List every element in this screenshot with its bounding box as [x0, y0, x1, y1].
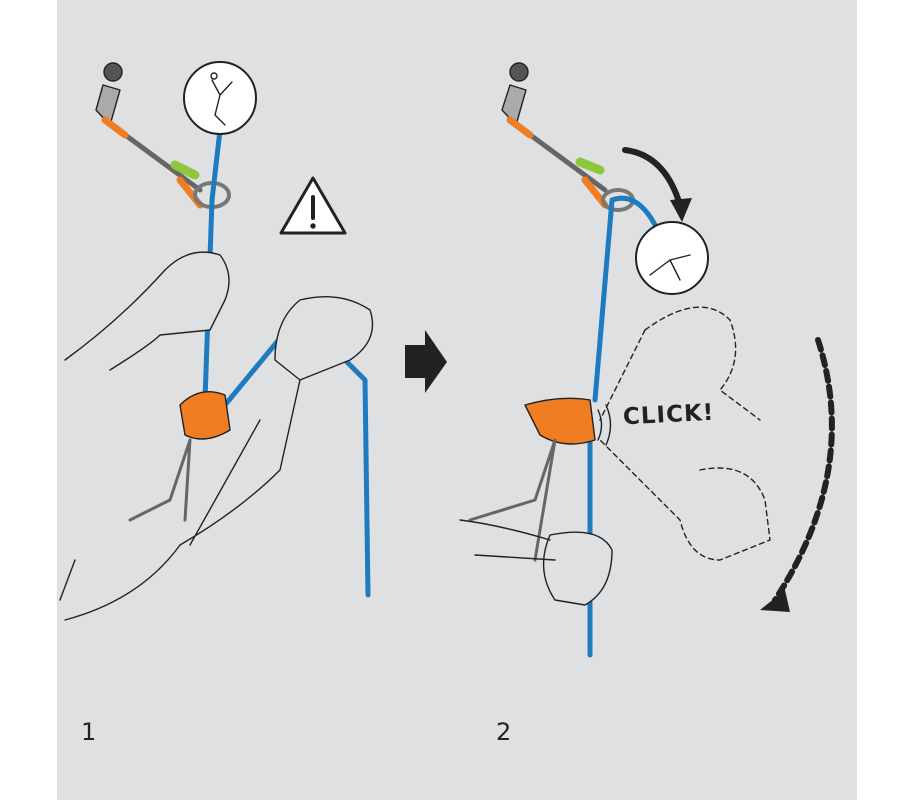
ghost-hands — [599, 306, 771, 561]
hand-1 — [64, 251, 230, 371]
warning-icon — [279, 176, 347, 235]
hand-3 — [542, 531, 613, 606]
arm-2 — [459, 519, 556, 561]
quickdraw-2 — [501, 62, 635, 212]
curved-arrow-icon — [622, 147, 683, 208]
arm-1 — [59, 379, 301, 621]
climber-icon — [183, 61, 257, 135]
belay-device-1 — [128, 391, 231, 522]
dashed-arrow-icon — [772, 337, 835, 603]
hand-2 — [274, 295, 374, 381]
click-lines — [597, 404, 612, 446]
step-number-2: 2 — [496, 718, 512, 746]
step-number-1: 1 — [81, 718, 97, 746]
belay-device-2 — [468, 397, 596, 562]
click-label: CLICK! — [622, 399, 715, 431]
falling-climber-icon — [635, 221, 709, 295]
arrow-right-icon — [405, 330, 447, 393]
rope-1 — [202, 127, 223, 403]
